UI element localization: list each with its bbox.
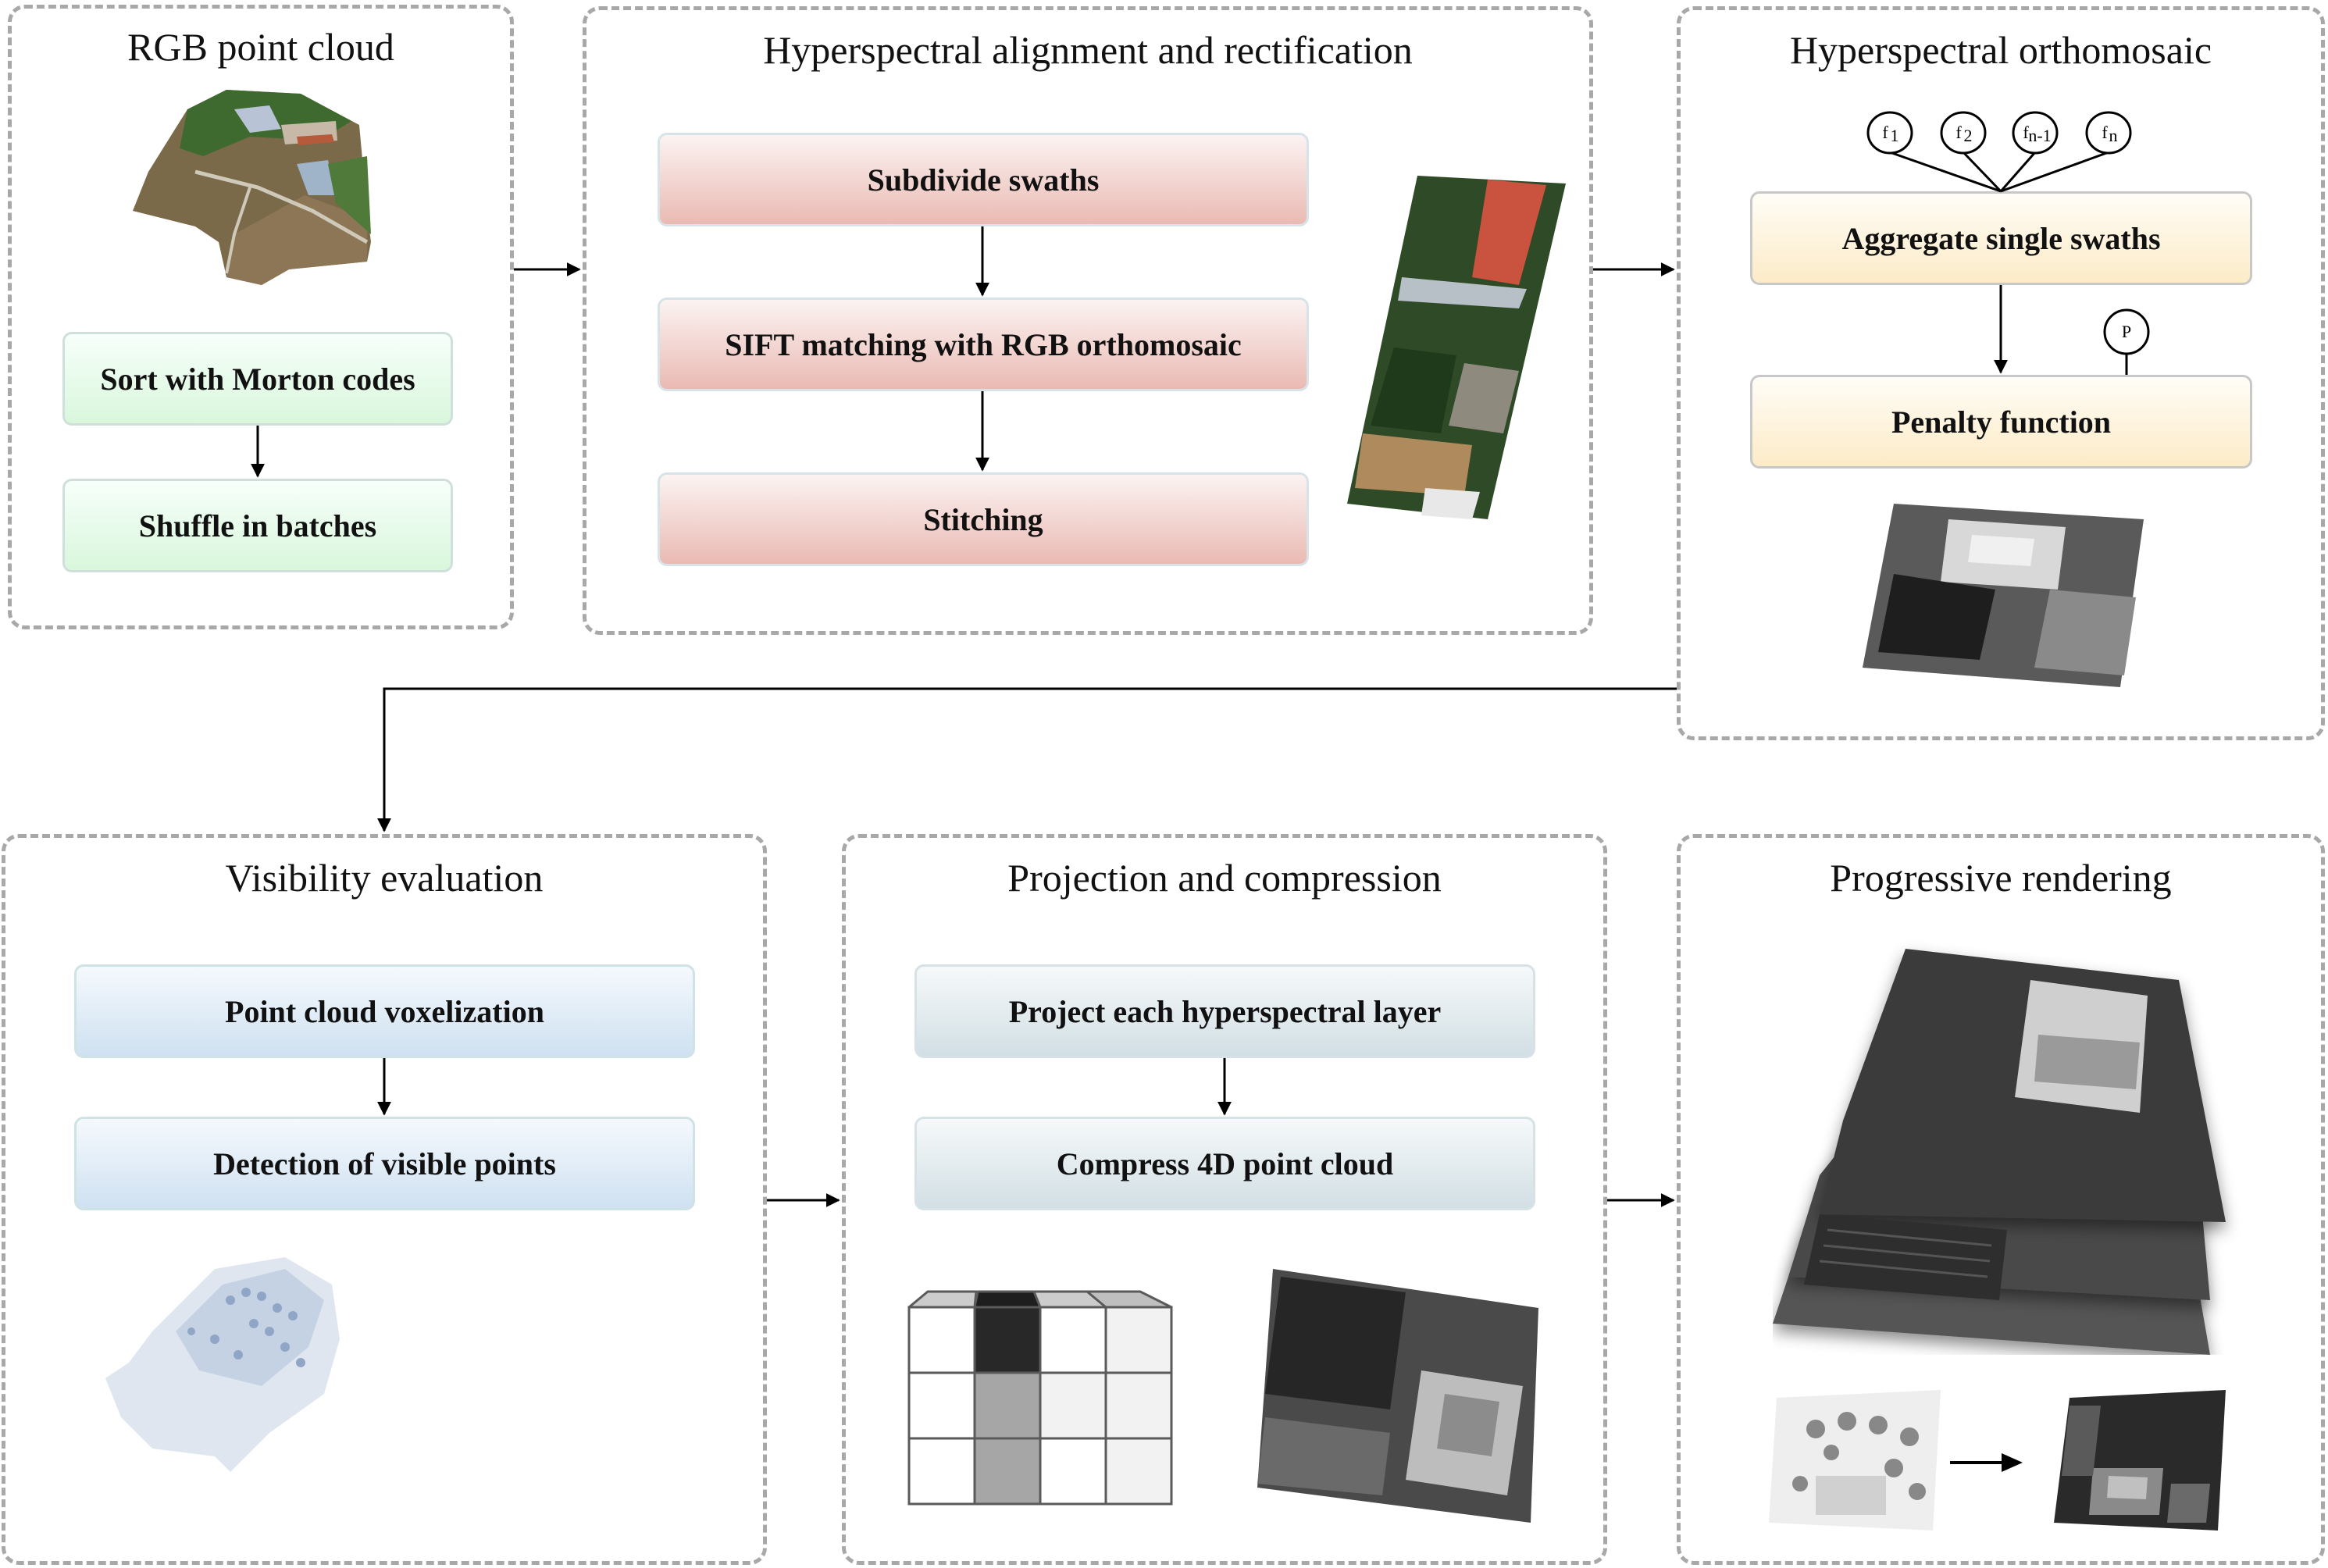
voxel-cell bbox=[907, 1306, 976, 1374]
voxel-cell bbox=[1104, 1371, 1173, 1440]
step-label: Subdivide swaths bbox=[867, 162, 1100, 198]
grayscale-orthomosaic-image bbox=[1863, 504, 2144, 687]
voxel-cell bbox=[973, 1437, 1042, 1506]
step-label: Project each hyperspectral layer bbox=[1008, 993, 1442, 1029]
step-label: Stitching bbox=[923, 501, 1043, 537]
step-label: Penalty function bbox=[1891, 404, 2112, 440]
rgb-point-cloud-image bbox=[133, 90, 371, 285]
step-shuffle-batches: Shuffle in batches bbox=[62, 479, 453, 572]
step-sift-matching: SIFT matching with RGB orthomosaic bbox=[658, 298, 1309, 391]
step-visible-points-detection: Detection of visible points bbox=[74, 1117, 695, 1210]
panel-title: RGB point cloud bbox=[127, 25, 394, 69]
step-penalty-function: Penalty function bbox=[1750, 375, 2252, 469]
step-voxelization: Point cloud voxelization bbox=[74, 964, 695, 1058]
voxel-grid-diagram bbox=[907, 1290, 1173, 1506]
stacked-layers-image bbox=[1773, 949, 2226, 1355]
panel-hyperspectral-alignment: Hyperspectral alignment and rectificatio… bbox=[583, 6, 1593, 635]
panel-visibility-evaluation: Visibility evaluation bbox=[2, 834, 767, 1565]
step-label: Detection of visible points bbox=[213, 1146, 556, 1181]
voxel-cell bbox=[973, 1306, 1042, 1374]
panel-title: Hyperspectral alignment and rectificatio… bbox=[763, 28, 1413, 72]
step-label: Sort with Morton codes bbox=[100, 361, 415, 397]
step-aggregate-swaths: Aggregate single swaths bbox=[1750, 191, 2252, 285]
voxel-cell bbox=[1039, 1371, 1107, 1440]
step-label: Shuffle in batches bbox=[138, 508, 377, 543]
panel-title: Visibility evaluation bbox=[225, 856, 544, 900]
panel-hyperspectral-orthomosaic: Hyperspectral orthomosaic bbox=[1677, 6, 2325, 740]
voxel-cell bbox=[907, 1437, 976, 1506]
grayscale-projection-image bbox=[1257, 1269, 1538, 1523]
step-label: SIFT matching with RGB orthomosaic bbox=[725, 326, 1242, 362]
panel-rgb-point-cloud: RGB point cloud bbox=[8, 5, 514, 629]
step-project-layers: Project each hyperspectral layer bbox=[914, 964, 1535, 1058]
step-stitching: Stitching bbox=[658, 472, 1309, 566]
voxel-top-face bbox=[907, 1290, 978, 1309]
voxel-cell bbox=[1039, 1306, 1107, 1374]
step-sort-morton-codes: Sort with Morton codes bbox=[62, 332, 453, 426]
panel-projection-compression: Projection and compression bbox=[842, 834, 1607, 1565]
arrow-orthomosaic-to-visibility bbox=[377, 687, 1677, 832]
panel-title: Hyperspectral orthomosaic bbox=[1789, 28, 2212, 72]
voxel-cell bbox=[1039, 1437, 1107, 1506]
hyperspectral-swath-image bbox=[1347, 176, 1566, 519]
step-label: Aggregate single swaths bbox=[1841, 220, 2161, 256]
voxel-cell bbox=[973, 1371, 1042, 1440]
voxel-top-face bbox=[973, 1290, 1042, 1309]
step-label: Compress 4D point cloud bbox=[1056, 1146, 1394, 1181]
sparse-render-image bbox=[1769, 1390, 1941, 1531]
step-label: Point cloud voxelization bbox=[225, 993, 544, 1029]
blue-point-cloud-image bbox=[105, 1257, 340, 1472]
dense-render-image bbox=[2054, 1390, 2226, 1531]
step-subdivide-swaths: Subdivide swaths bbox=[658, 133, 1309, 226]
progressive-arrow bbox=[1950, 1453, 2023, 1472]
step-compress-4d: Compress 4D point cloud bbox=[914, 1117, 1535, 1210]
voxel-cell bbox=[1104, 1437, 1173, 1506]
panel-progressive-rendering: Progressive rendering bbox=[1677, 834, 2325, 1565]
voxel-cell bbox=[907, 1371, 976, 1440]
panel-title: Progressive rendering bbox=[1830, 856, 2172, 900]
panel-title: Projection and compression bbox=[1007, 856, 1442, 900]
voxel-cell bbox=[1104, 1306, 1173, 1374]
